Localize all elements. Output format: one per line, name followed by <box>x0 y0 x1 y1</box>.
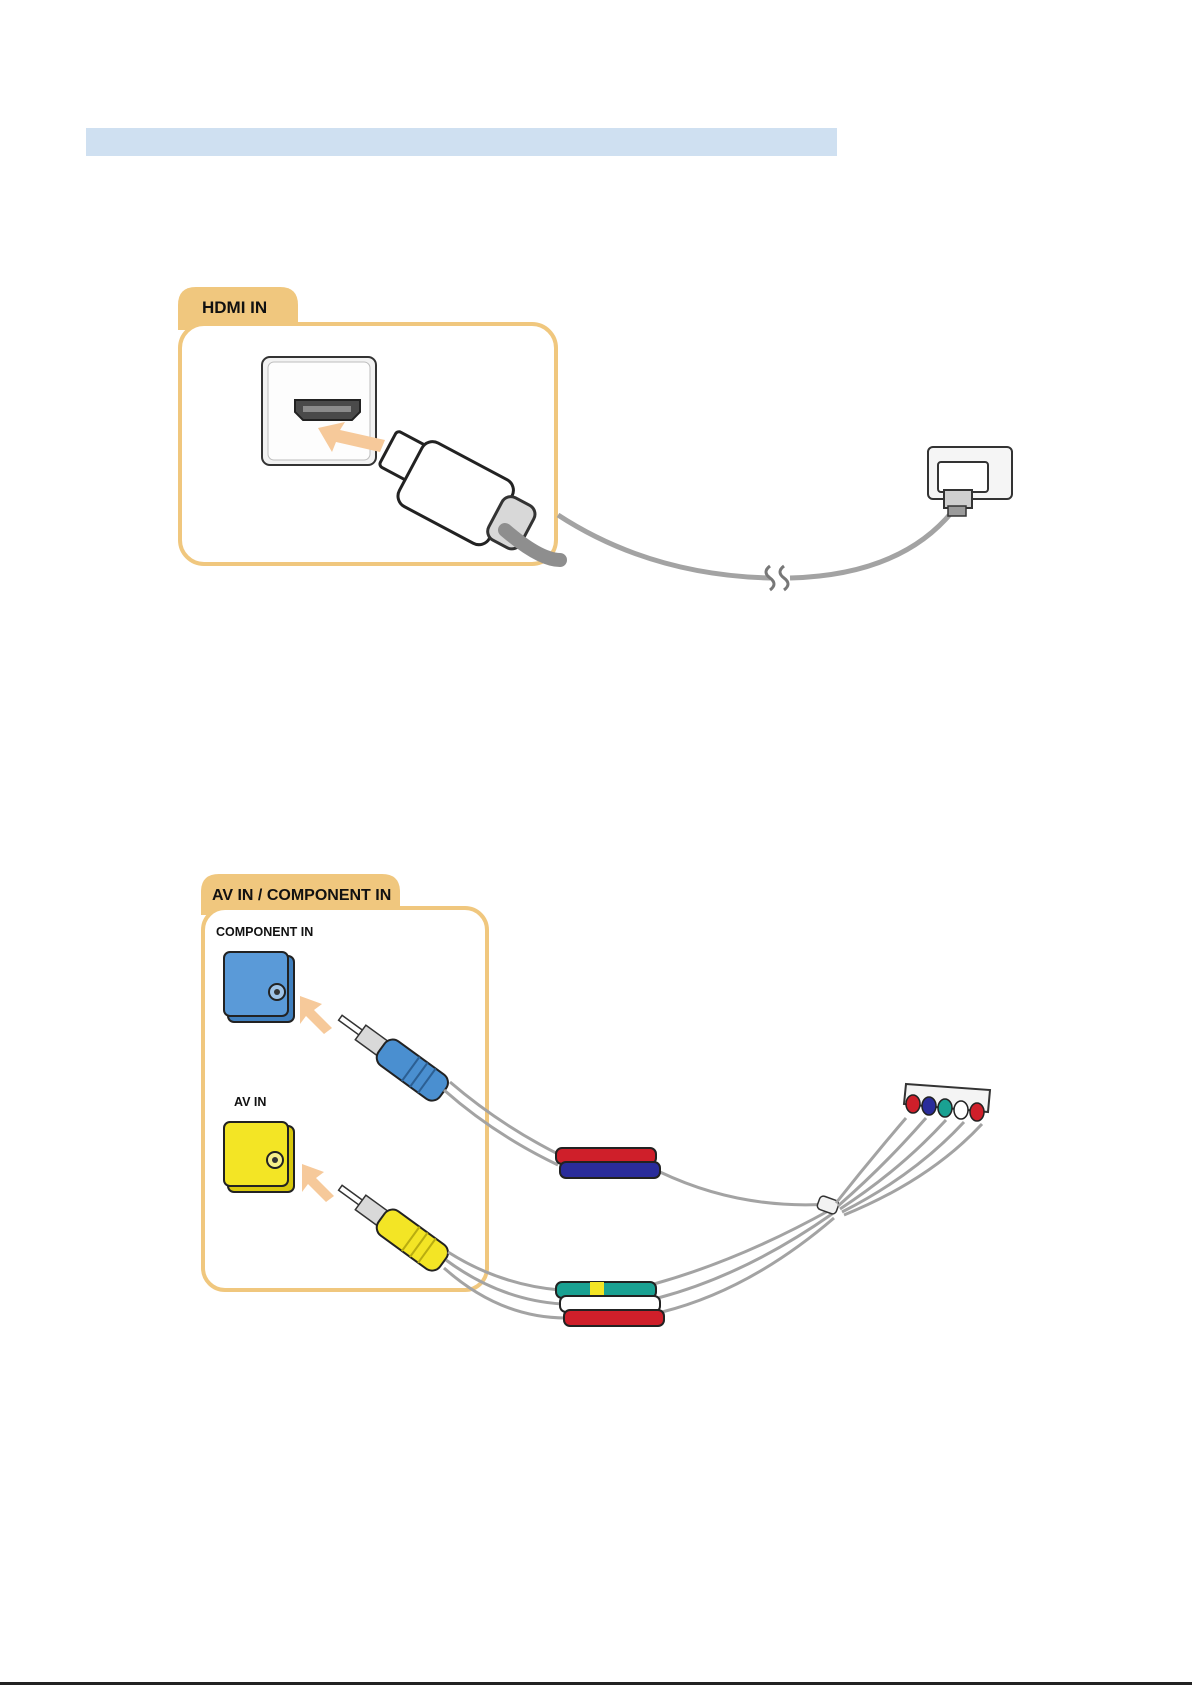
hdmi-panel: HDMI IN <box>178 287 560 564</box>
hdmi-panel-label: HDMI IN <box>202 298 267 317</box>
device-cables <box>836 1118 982 1215</box>
inline-plug-red-blue <box>556 1148 660 1178</box>
component-in-label: COMPONENT IN <box>216 925 313 939</box>
cable-splitter <box>816 1195 840 1215</box>
av-in-label: AV IN <box>234 1095 266 1109</box>
device-port-icon <box>928 447 1012 516</box>
hdmi-cable-long <box>558 515 770 578</box>
av-device-connector-icon <box>904 1084 990 1121</box>
cable-break-icon <box>766 566 788 590</box>
hdmi-port-icon <box>262 357 376 465</box>
av-panel-label: AV IN / COMPONENT IN <box>212 887 391 904</box>
inline-plug-green-white-red <box>556 1282 664 1326</box>
av-jack-icon <box>224 1122 294 1192</box>
component-jack-icon <box>224 952 294 1022</box>
av-component-panel: AV IN / COMPONENT IN COMPONENT IN AV IN <box>201 874 487 1290</box>
